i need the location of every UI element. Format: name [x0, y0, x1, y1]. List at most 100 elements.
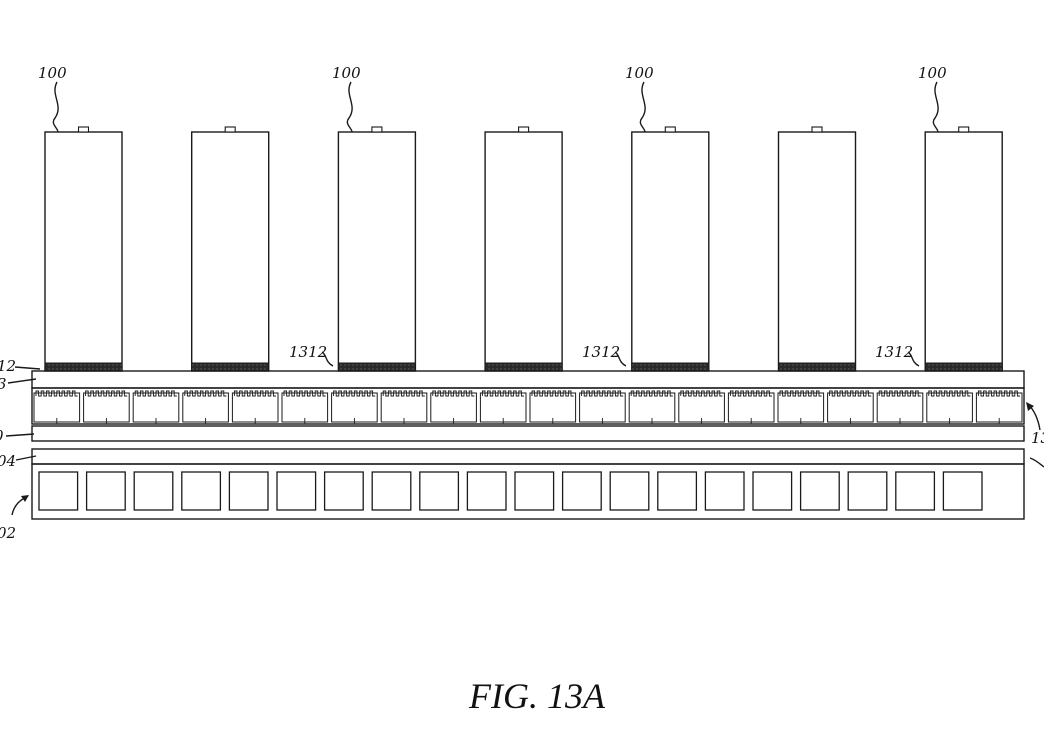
- pin-unit: [579, 390, 626, 424]
- interconnect-layer: [31, 387, 1025, 425]
- battery-cell: [777, 126, 857, 372]
- cell-terminal: [371, 126, 383, 133]
- edge-label: 04: [0, 452, 16, 470]
- pin-unit: [231, 390, 279, 424]
- middle-plate-lower: [31, 448, 1025, 465]
- pin-block: [182, 392, 229, 423]
- cell-label: 100: [332, 64, 361, 82]
- pin-teeth: [283, 390, 326, 397]
- pin-block: [926, 392, 973, 423]
- pin-teeth: [432, 390, 475, 397]
- pin-unit: [727, 390, 775, 424]
- base-chamber: [276, 471, 317, 511]
- pin-unit: [777, 390, 825, 424]
- pin-unit: [975, 390, 1023, 424]
- pin-block: [975, 392, 1023, 423]
- cell-terminal: [664, 126, 676, 133]
- cell-pad: [778, 362, 856, 372]
- base-chamber: [514, 471, 555, 511]
- pin-unit: [876, 390, 924, 424]
- pin-teeth: [581, 390, 624, 397]
- pin-teeth: [85, 390, 128, 397]
- pin-block: [33, 392, 81, 423]
- pin-block: [331, 392, 378, 423]
- base-chamber: [323, 471, 364, 511]
- battery-cell-row: [44, 126, 1003, 372]
- pin-teeth: [134, 390, 177, 397]
- pin-block: [281, 392, 329, 423]
- cell-terminal: [811, 126, 823, 133]
- pin-unit: [380, 390, 428, 424]
- battery-cell: [924, 126, 1003, 372]
- pin-block: [83, 392, 130, 423]
- pin-unit: [827, 390, 874, 424]
- pin-block: [777, 392, 825, 423]
- middle-plate-upper: [31, 425, 1025, 442]
- pin-teeth: [531, 390, 574, 397]
- cell-pad: [191, 362, 270, 372]
- pin-unit: [33, 390, 81, 424]
- cell-reference-labels: 100 100 100 100: [38, 64, 947, 133]
- pin-block: [231, 392, 279, 423]
- pin-block: [678, 392, 725, 423]
- pin-unit: [529, 390, 577, 424]
- pad-reference-labels: 1312 1312 1312: [289, 343, 920, 367]
- pin-block: [827, 392, 874, 423]
- battery-cell: [190, 126, 270, 372]
- pin-block: [876, 392, 924, 423]
- edge-label: 13: [1031, 429, 1044, 447]
- cell-terminal: [224, 126, 236, 133]
- cell-body: [337, 131, 417, 372]
- base-chamber: [133, 471, 174, 511]
- pin-block: [727, 392, 775, 423]
- cell-terminal: [77, 126, 90, 133]
- pin-teeth: [35, 390, 78, 397]
- base-chamber: [895, 471, 936, 511]
- pin-teeth: [977, 390, 1020, 397]
- pad-label: 1312: [875, 343, 913, 361]
- cell-label: 100: [918, 64, 947, 82]
- edge-label: 02: [0, 524, 16, 542]
- cell-pad: [44, 362, 123, 372]
- cell-pad: [337, 362, 416, 372]
- cell-body: [631, 131, 710, 372]
- pin-teeth: [829, 390, 872, 397]
- cell-pad: [484, 362, 563, 372]
- base-chamber: [847, 471, 888, 511]
- pin-teeth: [382, 390, 425, 397]
- figure-caption: FIG. 13A: [468, 676, 606, 716]
- pin-unit: [331, 390, 378, 424]
- edge-label: 0: [0, 427, 4, 445]
- top-carrier-plate: [31, 370, 1025, 389]
- pin-block: [628, 392, 676, 423]
- cell-body: [190, 131, 270, 372]
- battery-cell: [631, 126, 710, 372]
- pin-unit: [281, 390, 329, 424]
- pin-teeth: [680, 390, 723, 397]
- cell-label: 100: [625, 64, 654, 82]
- base-chamber: [609, 471, 650, 511]
- cell-terminal: [958, 126, 970, 133]
- pin-teeth: [333, 390, 376, 397]
- cell-body: [44, 131, 123, 372]
- left-edge-labels: 12 3 0 04 02: [0, 357, 41, 542]
- edge-label: 3: [0, 375, 7, 393]
- base-chamber: [181, 471, 222, 511]
- pin-unit: [479, 390, 527, 424]
- pin-teeth: [184, 390, 227, 397]
- pin-block: [380, 392, 428, 423]
- pin-teeth: [779, 390, 822, 397]
- base-chamber: [371, 471, 412, 511]
- pin-teeth: [630, 390, 673, 397]
- pin-teeth: [928, 390, 971, 397]
- pin-teeth: [729, 390, 772, 397]
- base-tray: [31, 463, 1025, 520]
- base-chamber: [942, 471, 983, 511]
- base-chamber: [228, 471, 269, 511]
- pin-unit: [430, 390, 477, 424]
- cell-body: [777, 131, 857, 372]
- base-chamber: [466, 471, 507, 511]
- base-chamber: [799, 471, 840, 511]
- pad-label: 1312: [289, 343, 327, 361]
